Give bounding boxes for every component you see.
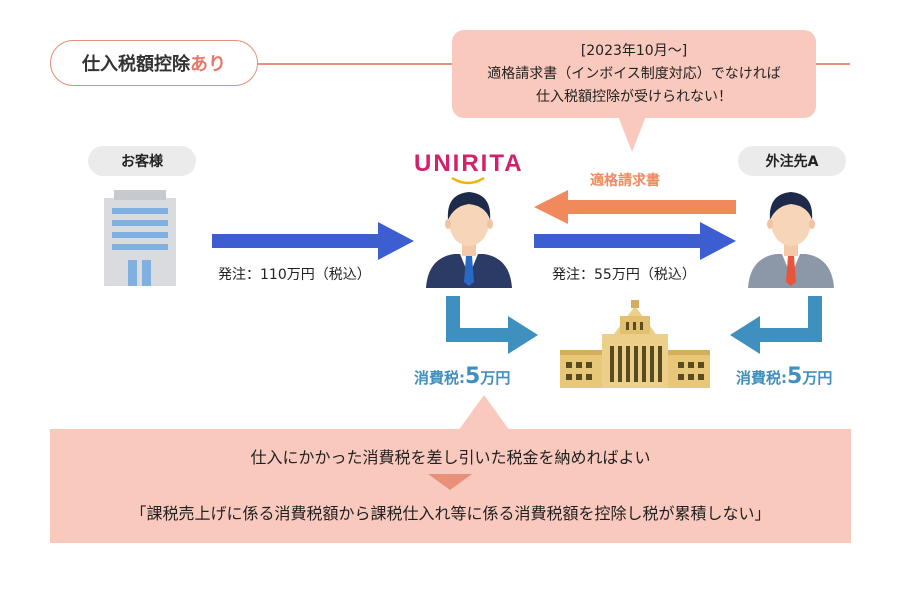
unirita-logo: UNIRITA	[414, 150, 524, 177]
subcontractor-person-icon	[748, 192, 834, 288]
tax-arrow-right	[730, 296, 822, 354]
callout-tail	[618, 116, 646, 152]
building-icon	[104, 190, 176, 286]
diet-building-icon	[560, 300, 710, 388]
tax-right-amount: 5	[787, 364, 803, 389]
tax-label-left: 消費税:5万円	[414, 364, 510, 389]
title-line-right	[816, 63, 850, 65]
order-arrow-subcontractor	[534, 222, 736, 260]
tax-left-unit: 万円	[480, 369, 511, 387]
invoice-label: 適格請求書	[590, 173, 660, 189]
bottom-box-tail	[458, 395, 510, 431]
order-caption-customer: 発注：110万円（税込）	[218, 267, 371, 283]
summary-down-arrow	[428, 474, 472, 490]
invoice-arrow	[534, 190, 736, 224]
tax-label-right: 消費税:5万円	[736, 364, 832, 389]
customer-label: お客様	[88, 146, 196, 176]
callout-line-1: [2023年10月〜]	[580, 42, 688, 59]
tax-right-unit: 万円	[802, 369, 833, 387]
order-caption-subcontractor: 発注：55万円（税込）	[552, 267, 696, 283]
tax-right-prefix: 消費税:	[736, 369, 787, 387]
title-accent: あり	[190, 54, 226, 75]
callout-line-3: 仕入税額控除が受けられない！	[536, 88, 732, 105]
summary-line-2: 「課税売上げに係る消費税額から課税仕入れ等に係る消費税額を控除し税が累積しない」	[130, 504, 771, 523]
company-person-icon	[426, 192, 512, 288]
order-arrow-customer	[212, 222, 414, 260]
tax-left-amount: 5	[465, 364, 481, 389]
tax-arrow-left	[446, 296, 538, 354]
logo-smile-icon	[451, 176, 485, 185]
title-line-left	[258, 63, 452, 65]
invoice-callout: [2023年10月〜] 適格請求書（インボイス制度対応）でなければ 仕入税額控除…	[452, 30, 816, 118]
tax-left-prefix: 消費税:	[414, 369, 465, 387]
summary-line-1: 仕入にかかった消費税を差し引いた税金を納めればよい	[250, 448, 651, 467]
subcontractor-label: 外注先A	[738, 146, 846, 176]
title-main: 仕入税額控除	[82, 54, 190, 75]
callout-line-2: 適格請求書（インボイス制度対応）でなければ	[487, 65, 781, 82]
section-title: 仕入税額控除あり	[50, 40, 258, 86]
